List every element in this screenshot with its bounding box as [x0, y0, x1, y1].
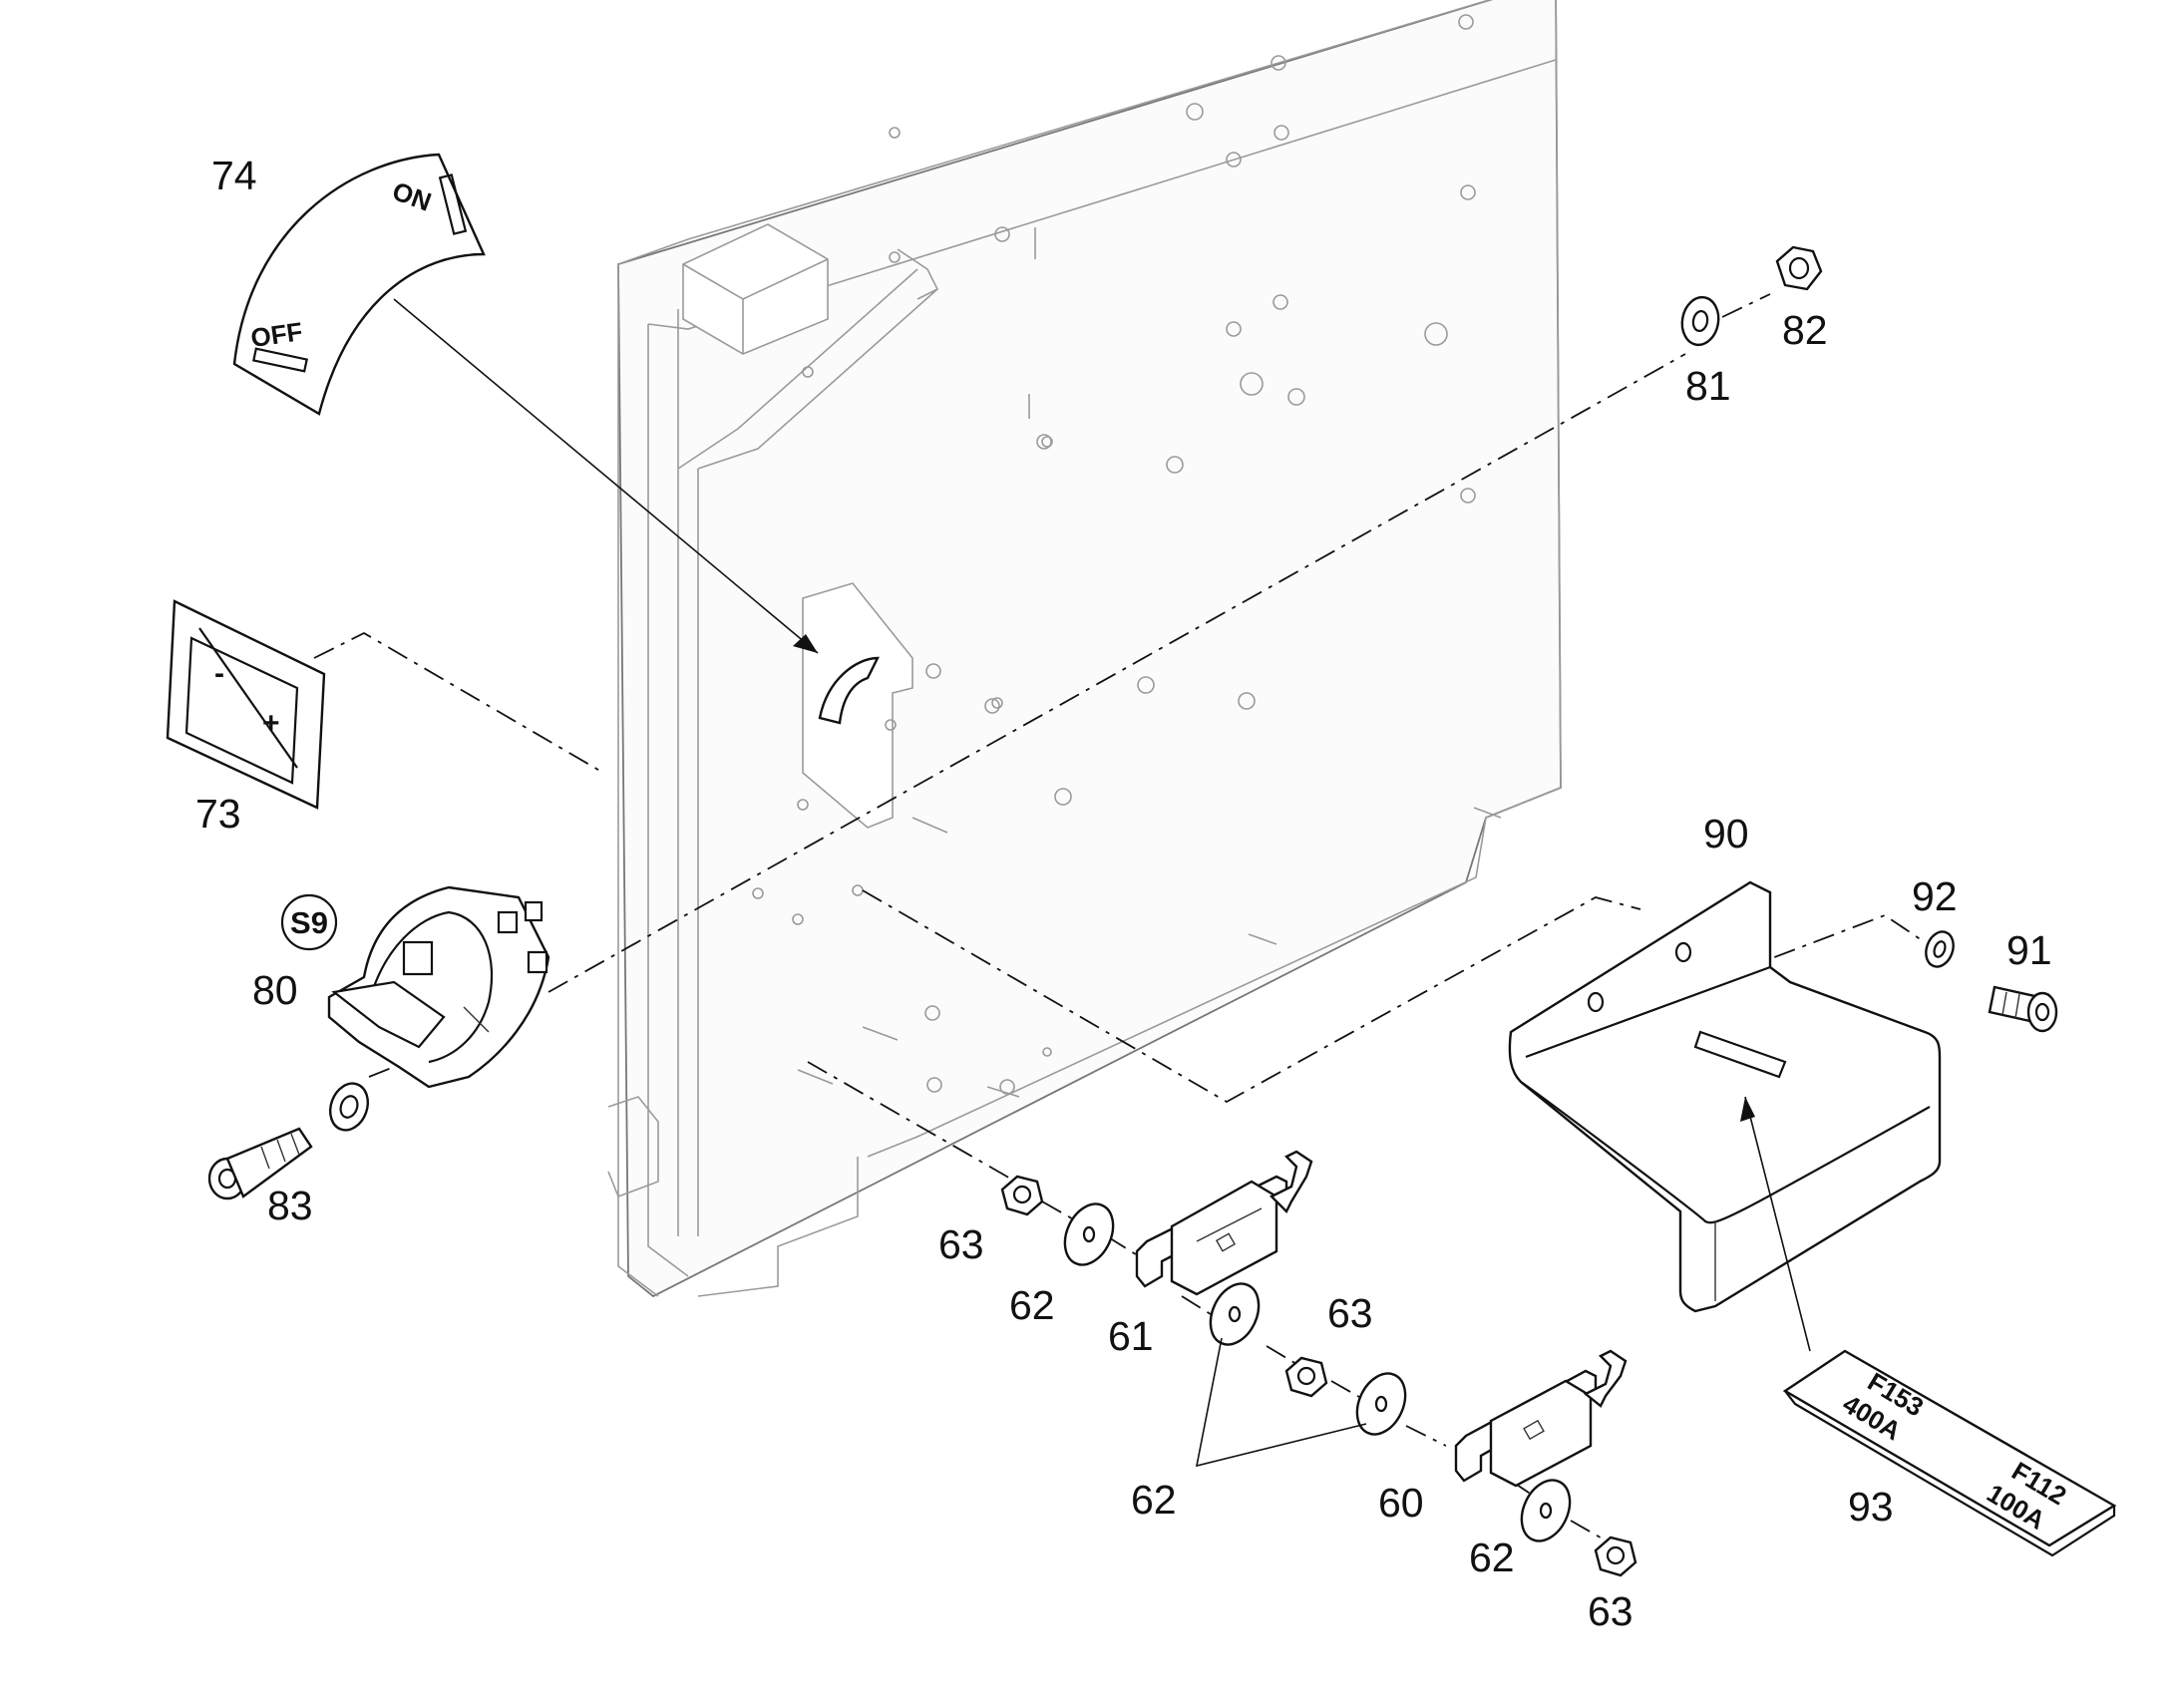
callout-80: 80	[252, 967, 298, 1013]
callout-90: 90	[1703, 811, 1749, 856]
callout-91: 91	[2006, 927, 2052, 973]
callout-62-b: 62	[1131, 1477, 1177, 1523]
part-63-nut-b	[1284, 1356, 1328, 1398]
part-62-washer-d	[1520, 1479, 1572, 1542]
part-62-washer-a	[1063, 1202, 1115, 1266]
callout-62-a: 62	[1009, 1282, 1055, 1328]
callout-60: 60	[1378, 1480, 1424, 1526]
callout-92: 92	[1912, 873, 1958, 919]
part-93-fuse-label: F153 400A F112 100A	[1782, 1349, 2117, 1557]
part-91-bolt	[1988, 985, 2058, 1033]
s9-symbol: S9	[290, 905, 328, 940]
part-92-washer	[1925, 930, 1955, 968]
callout-93: 93	[1848, 1484, 1894, 1530]
part-62-washer-c	[1355, 1372, 1407, 1436]
callout-73: 73	[195, 791, 241, 837]
callout-63-b: 63	[1327, 1290, 1373, 1336]
part-82-nut	[1775, 245, 1823, 291]
callout-63-a: 63	[938, 1221, 984, 1267]
callout-62-c: 62	[1469, 1535, 1515, 1580]
part-83-bolt	[207, 1082, 370, 1200]
decal-off-label: OFF	[249, 316, 305, 353]
callout-61: 61	[1108, 1313, 1154, 1359]
callout-82: 82	[1782, 307, 1828, 353]
leader-62	[1195, 1337, 1367, 1468]
callout-63-c: 63	[1588, 1588, 1634, 1634]
callouts: 74 73 80 83 81 82 90 92 91 93 63 62 61 6…	[195, 153, 2052, 1634]
assembly-lines	[313, 293, 1926, 1541]
part-61-fuse	[1135, 1150, 1313, 1296]
part-81-washer	[1680, 295, 1720, 347]
callout-83: 83	[267, 1183, 313, 1228]
decal-plus-symbol: +	[262, 707, 280, 740]
part-80-isolator-switch: S9	[280, 885, 550, 1089]
part-73-battery-decal: - +	[166, 599, 326, 810]
decal-minus-symbol: -	[214, 657, 224, 690]
part-63-nut-c	[1594, 1536, 1637, 1577]
callout-81: 81	[1685, 363, 1731, 409]
callout-74: 74	[211, 153, 257, 198]
part-63-nut-a	[1000, 1175, 1044, 1216]
part-90-cover	[1508, 880, 1942, 1352]
part-74-on-off-decal: ON OFF	[232, 153, 880, 725]
mounting-panel	[607, 0, 1562, 1298]
part-60-fuse	[1454, 1349, 1628, 1488]
